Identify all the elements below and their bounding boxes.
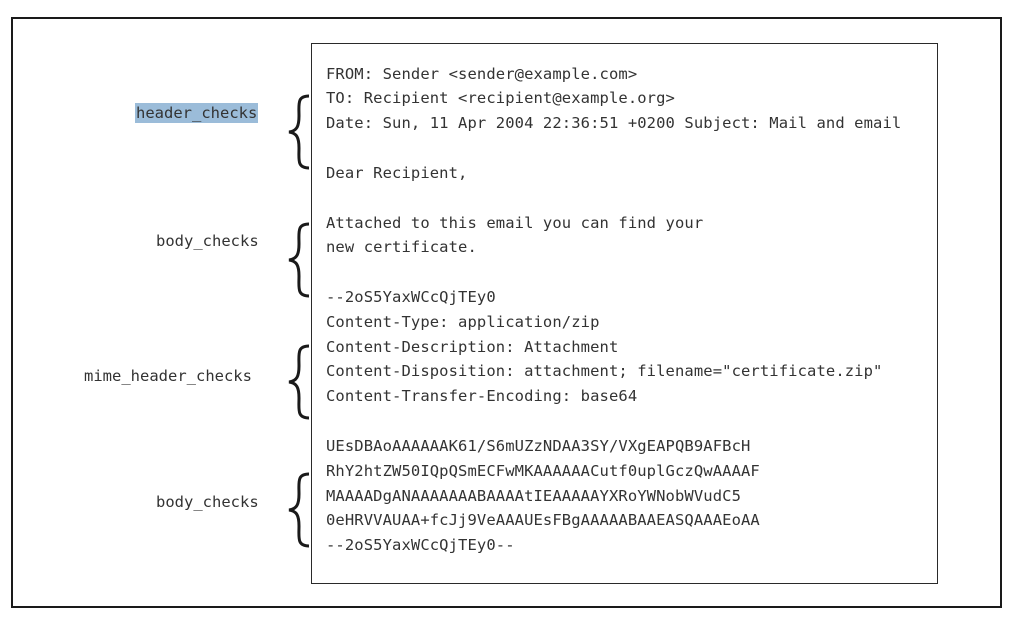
email-line-greeting: Dear Recipient, xyxy=(326,164,468,182)
brace-header xyxy=(285,94,315,170)
email-line-base64-4: 0eHRVVAUAA+fcJj9VeAAAUEsFBgAAAAABAAEASQA… xyxy=(326,511,760,529)
brace-body-1 xyxy=(285,222,315,298)
brace-mime xyxy=(285,344,315,420)
email-line-end-boundary: --2oS5YaxWCcQjTEy0-- xyxy=(326,536,515,554)
email-line-body-2: new certificate. xyxy=(326,238,477,256)
email-line-body-1: Attached to this email you can find your xyxy=(326,214,704,232)
email-line-from: FROM: Sender <sender@example.com> xyxy=(326,65,638,83)
email-line-base64-3: MAAAADgANAAAAAAABAAAAtIEAAAAAYXRoYWNobWV… xyxy=(326,487,741,505)
figure-frame xyxy=(11,17,1002,608)
email-line-date: Date: Sun, 11 Apr 2004 22:36:51 +0200 Su… xyxy=(326,114,902,132)
email-message-box xyxy=(311,43,938,584)
label-body-checks-2: body_checks xyxy=(156,493,259,511)
email-line-content-type: Content-Type: application/zip xyxy=(326,313,600,331)
email-line-content-disposition: Content-Disposition: attachment; filenam… xyxy=(326,362,883,380)
email-line-content-description: Content-Description: Attachment xyxy=(326,338,619,356)
label-body-checks-1: body_checks xyxy=(156,232,259,250)
email-line-transfer-encoding: Content-Transfer-Encoding: base64 xyxy=(326,387,638,405)
email-line-base64-2: RhY2htZW50IQpQSmECFwMKAAAAAACutf0uplGczQ… xyxy=(326,462,760,480)
brace-body-2 xyxy=(285,472,315,548)
email-line-to: TO: Recipient <recipient@example.org> xyxy=(326,89,675,107)
email-line-boundary: --2oS5YaxWCcQjTEy0 xyxy=(326,288,496,306)
label-header-checks: header_checks xyxy=(135,103,259,123)
email-line-base64-1: UEsDBAoAAAAAAK61/S6mUZzNDAA3SY/VXgEAPQB9… xyxy=(326,437,751,455)
label-mime-header-checks: mime_header_checks xyxy=(84,367,252,385)
